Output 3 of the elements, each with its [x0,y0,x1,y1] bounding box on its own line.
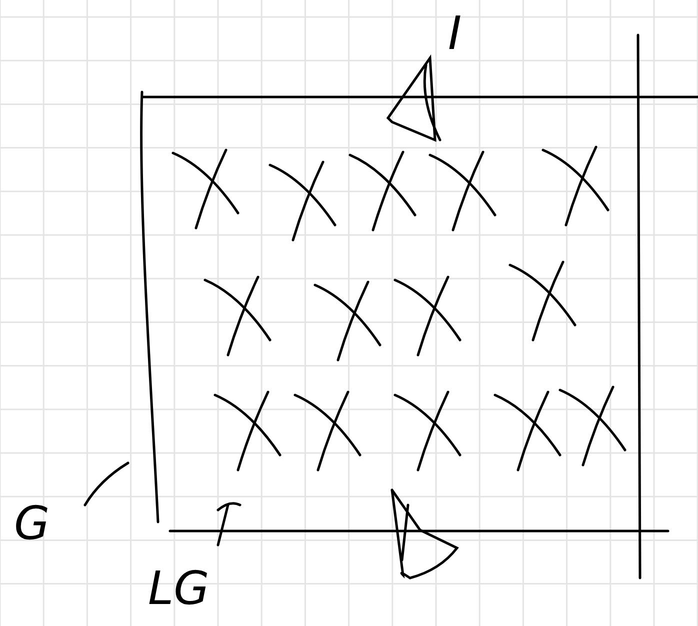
symbol-label: I [448,10,462,56]
symbol-label: G [14,500,50,546]
symbol-label: LG [148,565,210,611]
